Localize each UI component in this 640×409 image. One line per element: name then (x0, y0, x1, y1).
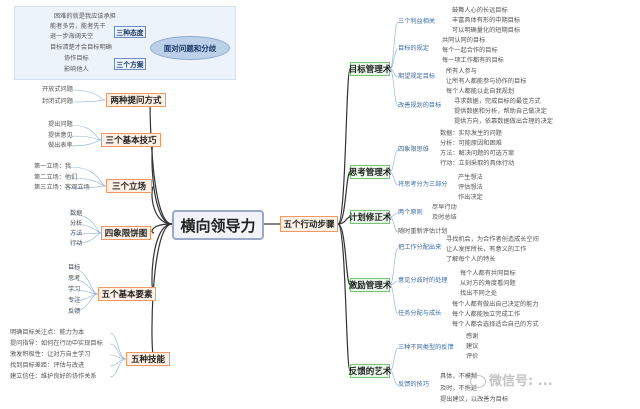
list-item: 分析：可能原因和困难 (440, 140, 502, 147)
list-item: 数据 (70, 210, 83, 217)
intro-note: 目标清楚才会目标明确 (50, 44, 112, 51)
list-item: 第三立场：客观立场 (34, 184, 90, 191)
branch-thinking-management: 思考管理术 (349, 165, 391, 179)
group-label: 任务分配与成长 (398, 310, 442, 317)
list-item: 明确目标关注点：能力为本 (10, 329, 85, 336)
branch-three-positions: 三个立场 (106, 179, 152, 193)
list-item: 所有人参与 (446, 68, 477, 75)
list-item: 作出决定 (458, 194, 483, 201)
list-item: 寻求数据，完成目标的最佳方式 (454, 98, 541, 105)
list-item: 做出表率 (48, 142, 73, 149)
group-label: 目标的规定 (398, 45, 429, 52)
list-item: 提出建议，以改善为目标 (440, 396, 509, 403)
central-topic: 横向领导力 (172, 210, 264, 240)
branch-four-quadrant: 四象限饼图 (101, 226, 151, 240)
list-item: 提供数据和分析，帮助自己做决定 (454, 108, 547, 115)
list-item: 第一立场：我 (34, 163, 72, 170)
list-item: 每个人都会选择适合自己的方式 (452, 321, 539, 328)
intro-note: 困难的就是我应该承担 (54, 13, 116, 20)
watermark: 微信号: ... (470, 370, 553, 389)
list-item: 目标 (68, 264, 81, 271)
list-item: 分析 (70, 220, 83, 227)
group-label: 改善规划的目标 (398, 102, 442, 109)
list-item: 每个人都能独立完成工作 (452, 311, 521, 318)
list-item: 鼓舞人心的长远目标 (452, 7, 508, 14)
list-item: 方法：解决问题的可选方案 (440, 150, 515, 157)
group-label: 两个原则 (398, 209, 423, 216)
list-item: 丰富具体有形的中期目标 (452, 17, 521, 24)
group-label: 将思考分为三部分 (398, 181, 448, 188)
list-item: 从对方的角度看问题 (460, 280, 516, 287)
list-item: 建议 (466, 343, 479, 350)
list-item: 提供意见 (48, 132, 73, 139)
list-item: 让所有人都能参与协作的目标 (446, 78, 527, 85)
list-item: 思考 (68, 275, 81, 282)
list-item: 产生想法 (458, 174, 483, 181)
intro-note: 退一步海阔天空 (50, 33, 94, 40)
list-item: 提问指导：如何在行动中实现目标 (10, 340, 103, 347)
branch-motivation-management: 激励管理术 (349, 278, 391, 292)
intro-note: 协作目标 (64, 55, 89, 62)
list-item: 激发积极性：让对方自主学习 (10, 351, 91, 358)
list-item: 评价 (466, 353, 479, 360)
branch-three-skills: 三个基本技巧 (101, 133, 161, 147)
list-item: 专注 (68, 297, 81, 304)
list-item: 学习 (68, 286, 81, 293)
list-item: 随时重新评估计划 (398, 228, 448, 235)
list-item: 提出问题 (48, 121, 73, 128)
branch-five-techniques: 五种技能 (126, 352, 170, 366)
list-item: 评估想法 (458, 184, 483, 191)
list-item: 每个人都有共同目标 (460, 270, 516, 277)
list-item: 每一项工作都有的目标 (442, 57, 504, 64)
list-item: 每个人都有做出自己决定的能力 (452, 301, 539, 308)
group-label: 期望规定目标 (398, 73, 436, 80)
list-item: 找出不同之处 (460, 290, 498, 297)
list-item: 封闭式问题 (42, 98, 73, 105)
list-item: 建立信任：维护良好的协作关系 (10, 373, 97, 380)
list-item: 方法 (70, 230, 83, 237)
group-label: 三种不同类型的反馈 (398, 344, 454, 351)
intro-note: 影响他人 (64, 66, 89, 73)
list-item: 可以明确量化的短期目标 (452, 27, 521, 34)
list-item: 共同认同的目标 (442, 37, 486, 44)
list-item: 行动：立刻采取的具体行动 (440, 160, 515, 167)
list-item: 寻找机会，为合作者创造成长空间 (446, 236, 539, 243)
list-item: 每个一起合作的目标 (442, 47, 498, 54)
branch-five-steps: 五个行动步骤 (280, 216, 338, 232)
list-item: 行动 (70, 240, 83, 247)
list-item: 提供方向，依靠数据做出合理的决定 (454, 118, 553, 125)
intro-item-plan: 三个方案 (114, 58, 146, 70)
group-label: 把工作分配出来 (398, 244, 442, 251)
wechat-icon (470, 375, 486, 388)
list-item: 了解每个人的特长 (446, 256, 496, 263)
branch-five-elements: 五个基本要素 (98, 287, 156, 301)
list-item: 及时，不拖延 (440, 385, 478, 392)
list-item: 开放式问题 (42, 86, 73, 93)
intro-item-attitude: 三种态度 (114, 26, 146, 38)
intro-note: 能者多劳，能者先干 (50, 23, 106, 30)
list-item: 找到目标差距：评估与改进 (10, 362, 85, 369)
list-item: 具体，不模糊 (440, 373, 478, 380)
list-item: 让人发挥所长，有意义的工作 (446, 246, 527, 253)
branch-feedback-art: 反馈的艺术 (349, 364, 391, 378)
group-label: 意见分歧时的处理 (398, 277, 448, 284)
group-label: 三个利益相关 (398, 18, 436, 25)
list-item: 每个人都能以此自我规划 (446, 88, 515, 95)
list-item: 反馈 (68, 308, 81, 315)
list-item: 第二立场：他们 (34, 174, 78, 181)
branch-goal-management: 目标管理术 (349, 62, 391, 76)
list-item: 数据：实际发生的问题 (440, 130, 502, 137)
list-item: 感谢 (466, 333, 479, 340)
group-label: 四象限思维 (398, 146, 429, 153)
group-label: 反馈的技巧 (398, 381, 429, 388)
watermark-text: 微信号: ... (489, 374, 553, 389)
intro-bubble: 面对问题和分歧 (150, 36, 230, 60)
list-item: 尽早行动 (432, 204, 457, 211)
list-item: 及时总结 (432, 214, 457, 221)
branch-plan-revision: 计划修正术 (349, 210, 391, 224)
branch-two-questions: 两种提问方式 (106, 93, 166, 107)
